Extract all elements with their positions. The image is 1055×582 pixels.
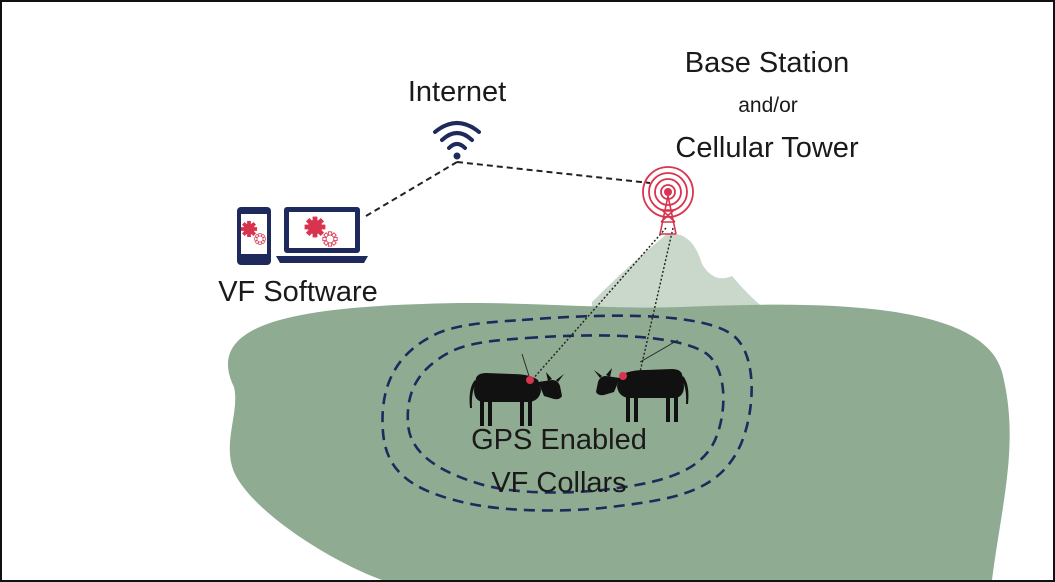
label-gps-enabled: GPS Enabled <box>471 424 647 456</box>
cell-tower-icon <box>642 166 694 235</box>
label-and-or: and/or <box>738 94 798 117</box>
collar-icon-right <box>619 372 627 380</box>
label-vf-software: VF Software <box>218 276 378 308</box>
signal-line-cow-left <box>531 227 667 381</box>
pasture <box>227 303 1010 580</box>
signal-line-cow-left-collar <box>521 353 530 377</box>
collar-icon-left <box>526 376 534 384</box>
link-internet-tower <box>456 161 651 184</box>
label-internet: Internet <box>408 76 506 108</box>
label-cellular-tower: Cellular Tower <box>675 132 859 164</box>
gear-icon <box>254 233 266 245</box>
link-laptop-internet <box>365 161 458 217</box>
smartphone-icon <box>237 207 271 265</box>
gear-icon <box>240 220 258 238</box>
signal-line-cow-right <box>639 227 674 373</box>
hill <box>592 233 772 314</box>
gear-icon <box>322 231 338 247</box>
label-base-station: Base Station <box>685 47 849 79</box>
label-vf-collars: VF Collars <box>491 467 626 499</box>
gear-icon <box>304 216 326 238</box>
virtual-fence-inner <box>406 334 725 494</box>
laptop-icon <box>276 207 368 263</box>
signal-line-tower-hill <box>639 339 679 363</box>
wifi-icon <box>433 121 481 160</box>
virtual-fence-outer <box>381 314 753 512</box>
